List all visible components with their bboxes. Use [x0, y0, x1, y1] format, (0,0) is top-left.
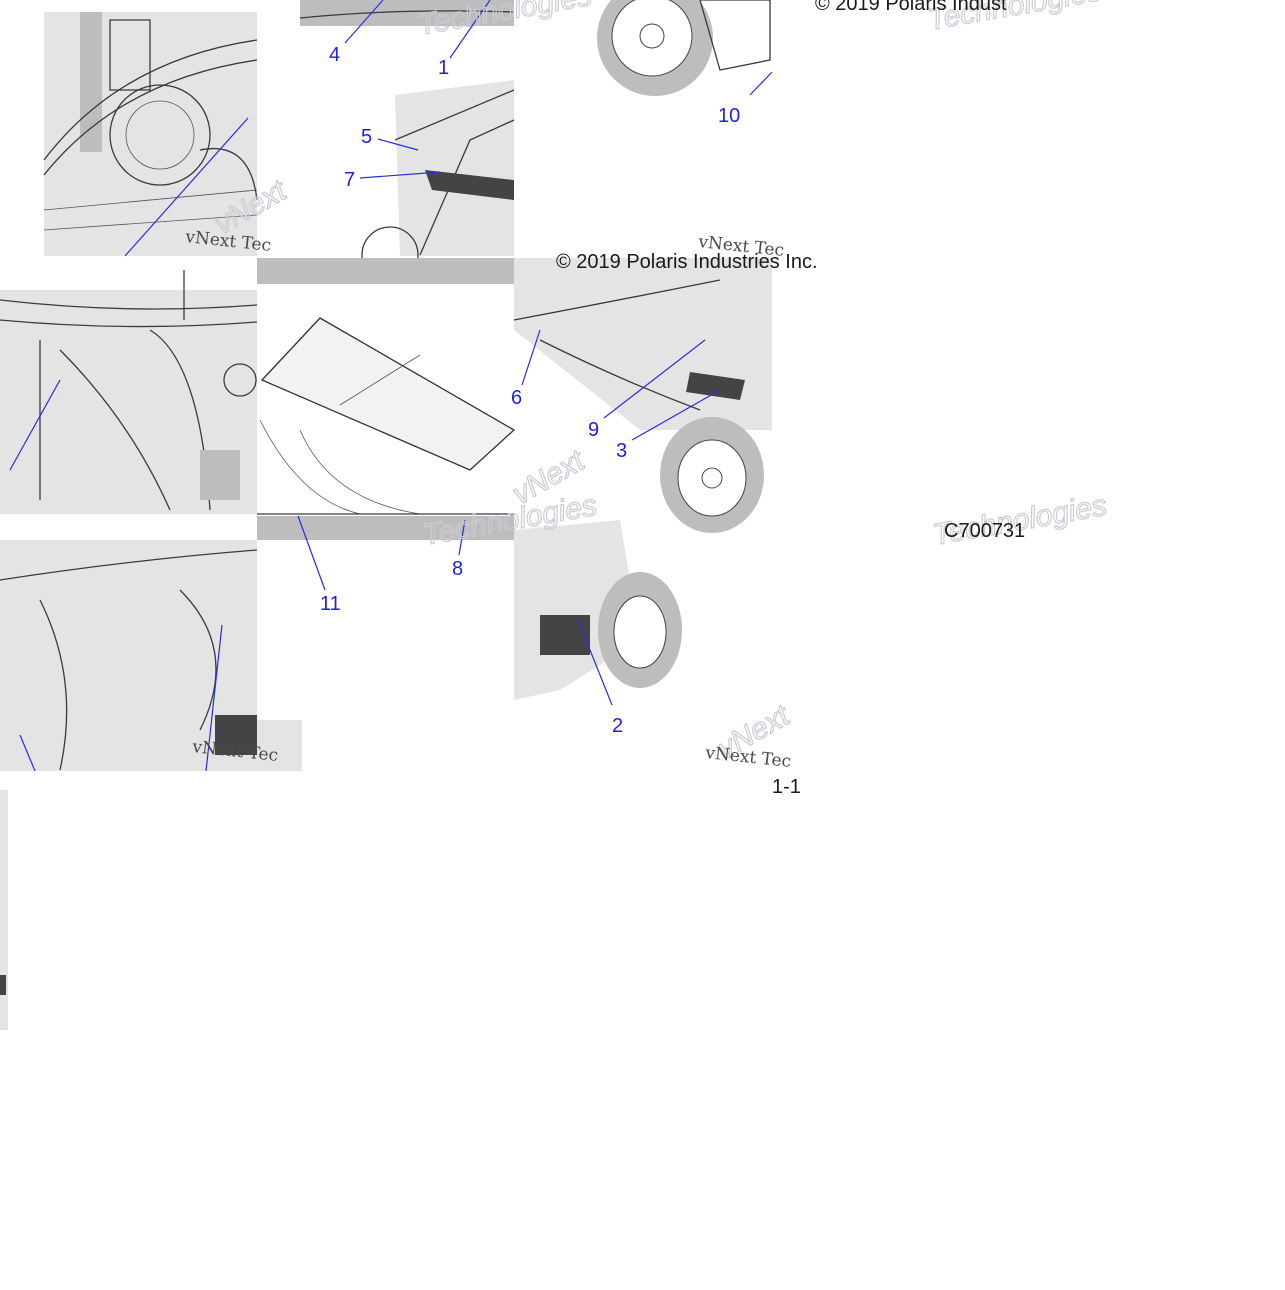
- tile-front-hood: [299, 0, 515, 284]
- callout-6: 6: [511, 387, 522, 409]
- tile-roof: [257, 258, 516, 591]
- callouts: 1 2 3 4 5 6 7 8 9 10 11: [320, 44, 740, 737]
- copyright-partial: © 2019 Polaris Indust: [815, 0, 1007, 15]
- tile-side-body: [513, 258, 772, 533]
- callout-7: 7: [344, 169, 355, 191]
- tile-lower-sliver: [0, 790, 8, 1030]
- copyright-text: © 2019 Polaris Industries Inc.: [556, 251, 818, 273]
- callout-2: 2: [612, 715, 623, 737]
- tile-roll-cage-steering: [43, 12, 258, 257]
- tile-seats: [0, 540, 302, 772]
- page-code: 1-1: [772, 776, 801, 798]
- callout-5: 5: [361, 126, 372, 148]
- callout-1: 1: [438, 57, 449, 79]
- callout-8: 8: [452, 558, 463, 580]
- callout-3: 3: [616, 440, 627, 462]
- tile-front-bumper: [514, 520, 682, 706]
- tile-rear-wheel: [597, 0, 773, 96]
- callout-9: 9: [588, 419, 599, 441]
- callout-11: 11: [320, 593, 341, 615]
- watermark-technologies: Technologies: [415, 0, 594, 42]
- callout-10: 10: [718, 105, 740, 127]
- watermark-vnext-small: vNext Tec: [703, 743, 792, 772]
- callout-4: 4: [329, 44, 340, 66]
- tile-cab-interior: [0, 270, 258, 514]
- figure-code: C700731: [944, 520, 1025, 542]
